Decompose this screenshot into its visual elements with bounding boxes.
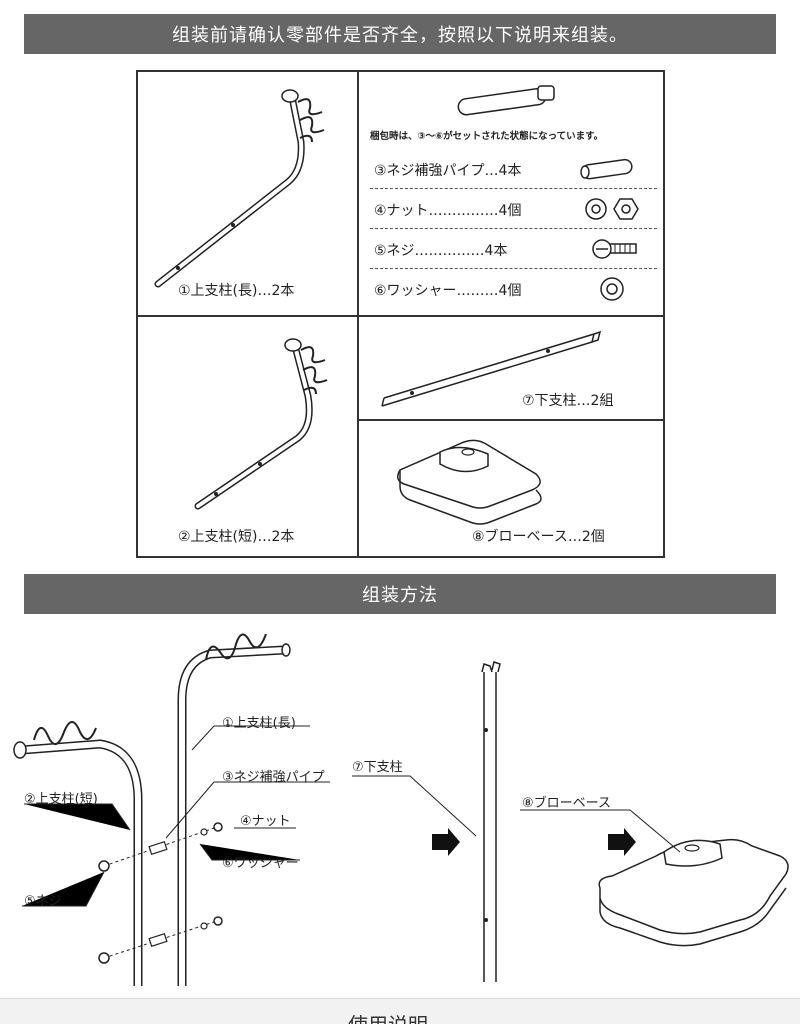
method-banner: 组装方法 xyxy=(24,574,776,614)
footer-heading: 使用说明 xyxy=(348,1009,428,1024)
grid-lines xyxy=(136,70,665,558)
callout-upper-long: ①上支柱(長) xyxy=(222,716,296,731)
arrow-icon xyxy=(608,828,636,856)
row-nut: ④ナット……………4個 xyxy=(370,190,657,229)
row-pipe: ③ネジ補強パイプ…4本 xyxy=(370,150,657,189)
parts-grid: ①上支柱(長)…2本 梱包時は、③～⑥がセットされた状態になっています。 ③ネジ… xyxy=(136,70,665,558)
assembly-diagram xyxy=(13,633,789,986)
arrow-icon xyxy=(432,828,460,856)
hardware-set-illustration xyxy=(457,85,555,116)
callout-upper-short: ②上支柱(短) xyxy=(24,792,98,807)
header-banner: 组装前请确认零部件是否齐全，按照以下说明来组装。 xyxy=(24,14,776,54)
callout-pipe: ③ネジ補強パイプ xyxy=(222,770,325,785)
upper-long-pole-illustration xyxy=(154,89,325,288)
callout-lower-pole: ⑦下支柱 xyxy=(352,760,403,775)
row-washer: ⑥ワッシャー………4個 xyxy=(370,270,657,308)
callout-screw: ⑤ネジ xyxy=(24,894,62,909)
nut-label: ④ナット……………4個 xyxy=(374,203,522,219)
callout-nut: ④ナット xyxy=(240,814,291,829)
upper-long-label: ①上支柱(長)…2本 xyxy=(178,283,295,299)
blow-base-label: ⑧ブローベース…2個 xyxy=(472,529,605,545)
part-lower-pole: ⑦下支柱…2組 xyxy=(360,318,667,422)
part-small-parts: 梱包時は、③～⑥がセットされた状態になっています。 ③ネジ補強パイプ…4本 ④ナ… xyxy=(360,72,667,318)
upper-short-pole-illustration xyxy=(194,338,328,510)
part-upper-long: ①上支柱(長)…2本 xyxy=(138,72,360,318)
callout-blow-base: ⑧ブローベース xyxy=(522,796,612,811)
upper-short-label: ②上支柱(短)…2本 xyxy=(178,529,295,545)
screw-icon xyxy=(592,239,637,259)
pipe-icon xyxy=(580,158,633,180)
blow-base-illustration xyxy=(397,439,542,525)
washer-label: ⑥ワッシャー………4個 xyxy=(374,283,522,299)
assembled-lower-pole xyxy=(481,661,501,982)
callout-washer: ⑥ワッシャー xyxy=(222,856,299,871)
lower-pole-illustration xyxy=(381,330,602,407)
pack-note: 梱包時は、③～⑥がセットされた状態になっています。 xyxy=(370,131,604,142)
pipe-label: ③ネジ補強パイプ…4本 xyxy=(374,163,522,179)
row-screw: ⑤ネジ……………4本 xyxy=(370,230,657,269)
assembled-blow-base xyxy=(598,838,789,947)
assembled-upper-short-pole xyxy=(13,721,143,986)
washer-icon xyxy=(600,277,624,301)
footer-strip: 使用说明 xyxy=(0,998,800,1024)
nut-icon xyxy=(585,198,639,220)
part-blow-base: ⑧ブローベース…2個 xyxy=(360,422,667,560)
lower-pole-label: ⑦下支柱…2組 xyxy=(522,393,614,409)
assembled-upper-long-pole xyxy=(177,633,291,986)
part-upper-short: ②上支柱(短)…2本 xyxy=(138,318,360,560)
screw-label: ⑤ネジ……………4本 xyxy=(374,243,508,259)
